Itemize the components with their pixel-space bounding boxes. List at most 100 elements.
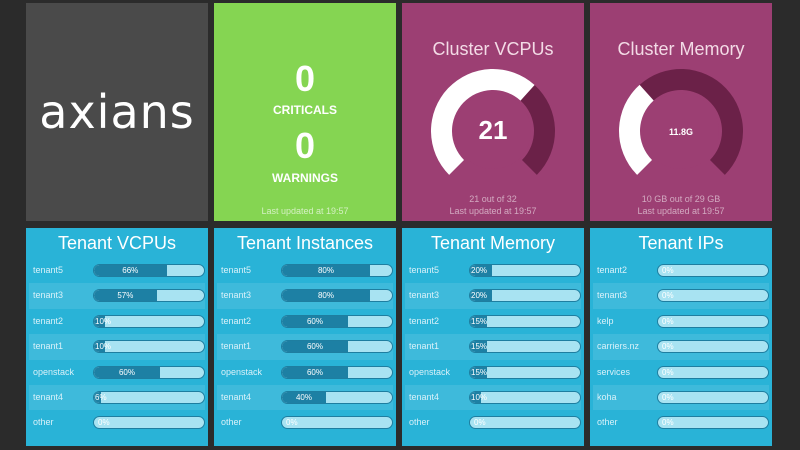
gauge-title: Cluster Memory	[617, 39, 745, 59]
usage-percent: 0%	[286, 418, 298, 428]
tenant-name: openstack	[33, 366, 75, 377]
usage-bar: 0%	[657, 340, 769, 354]
tenant-name: tenant5	[33, 265, 64, 275]
usage-percent: 20%	[471, 266, 488, 275]
panel-title: Tenant Instances	[236, 233, 374, 253]
usage-percent: 20%	[471, 291, 488, 301]
usage-bar: 80%	[281, 289, 393, 303]
usage-bar-fill	[282, 366, 348, 378]
usage-bar: 15%	[469, 314, 581, 328]
last-updated: Last updated at 19:57	[449, 206, 537, 216]
usage-bar: 60%	[281, 314, 393, 328]
tenant-name: services	[597, 366, 631, 377]
usage-percent: 10%	[95, 316, 112, 326]
usage-percent: 60%	[306, 342, 323, 352]
tenant-name: other	[33, 417, 54, 428]
gauge-value: 21	[479, 115, 508, 145]
usage-bar-fill	[94, 265, 167, 276]
cluster-vcpus-gauge: 21	[431, 69, 555, 175]
usage-percent: 0%	[662, 266, 674, 275]
tenant-name: openstack	[409, 366, 451, 377]
tenant-row: other 0%	[593, 410, 769, 435]
usage-bar-fill	[282, 290, 370, 302]
usage-bar-fill	[94, 341, 105, 353]
usage-percent: 0%	[474, 418, 486, 428]
tenant-name: tenant5	[221, 265, 252, 275]
cluster-memory-gauge: 11.8G	[619, 69, 743, 175]
usage-percent: 6%	[95, 392, 107, 402]
usage-bar: 0%	[93, 416, 205, 430]
panel-title: Tenant Memory	[430, 233, 556, 253]
usage-bar-fill	[282, 341, 348, 353]
usage-percent: 57%	[117, 291, 134, 301]
criticals-count: 0	[294, 58, 316, 99]
usage-percent: 80%	[317, 291, 334, 301]
usage-bar: 10%	[93, 340, 205, 354]
tenant-name: kelp	[597, 315, 614, 326]
usage-percent: 0%	[662, 418, 674, 428]
usage-bar-fill	[470, 265, 492, 276]
tenant-name: tenant3	[33, 290, 64, 301]
usage-bar-fill	[470, 341, 487, 353]
tenant-name: tenant3	[597, 290, 628, 301]
panel-title: Tenant VCPUs	[57, 233, 177, 253]
usage-bar-fill	[470, 290, 492, 302]
tenant-name: koha	[597, 391, 617, 402]
usage-bar-fill	[94, 391, 101, 403]
usage-percent: 0%	[98, 418, 110, 428]
usage-bar-fill	[470, 391, 481, 403]
tenant-row: tenant5 66%	[29, 258, 205, 283]
usage-bar: 15%	[469, 365, 581, 379]
tenant-name: tenant4	[409, 391, 440, 402]
usage-bar: 20%	[469, 264, 581, 277]
cluster-vcpus-tile: Cluster VCPUs 21 21 out of 32 Last updat…	[402, 3, 584, 221]
usage-bar: 0%	[657, 365, 769, 379]
gauge-track	[520, 85, 555, 175]
usage-bar: 57%	[93, 289, 205, 303]
tenant-name: tenant3	[221, 290, 252, 301]
usage-bar: 0%	[657, 390, 769, 404]
usage-bar: 60%	[93, 365, 205, 379]
tenant-row: tenant3 80%	[217, 283, 393, 309]
usage-bar-fill	[470, 315, 487, 327]
usage-percent: 66%	[122, 266, 139, 275]
gauge-center	[643, 93, 719, 169]
axians-logo: axians	[39, 85, 195, 139]
last-updated: Last updated at 19:57	[637, 206, 725, 216]
usage-bar: 15%	[469, 340, 581, 354]
usage-bar: 60%	[281, 340, 393, 354]
alerts-tile: 0 CRITICALS 0 WARNINGS Last updated at 1…	[214, 3, 396, 221]
cluster-memory-tile: Cluster Memory 11.8G 10 GB out of 29 GB …	[590, 3, 772, 221]
tenant-row: koha 0%	[593, 384, 769, 411]
usage-bar-fill	[282, 315, 348, 327]
usage-percent: 0%	[662, 392, 674, 402]
usage-percent: 40%	[295, 392, 312, 402]
usage-bar: 60%	[281, 365, 393, 379]
logo-tile: axians	[26, 3, 208, 221]
usage-bar: 40%	[281, 390, 393, 404]
tenant-name: tenant1	[221, 341, 252, 352]
warnings-label: WARNINGS	[272, 171, 338, 185]
tenant-name: tenant2	[33, 315, 64, 326]
tenant-row: tenant1 60%	[217, 334, 393, 360]
usage-bar: 10%	[93, 314, 205, 328]
usage-percent: 15%	[471, 367, 488, 377]
tenant-name: tenant3	[409, 290, 440, 301]
usage-bar-fill	[282, 391, 326, 403]
tenant-vcpus-panel: Tenant VCPUs tenant5 66% tenant3 57% tenant2…	[26, 228, 208, 446]
tenant-name: other	[597, 417, 618, 428]
usage-bar-fill	[282, 265, 370, 276]
